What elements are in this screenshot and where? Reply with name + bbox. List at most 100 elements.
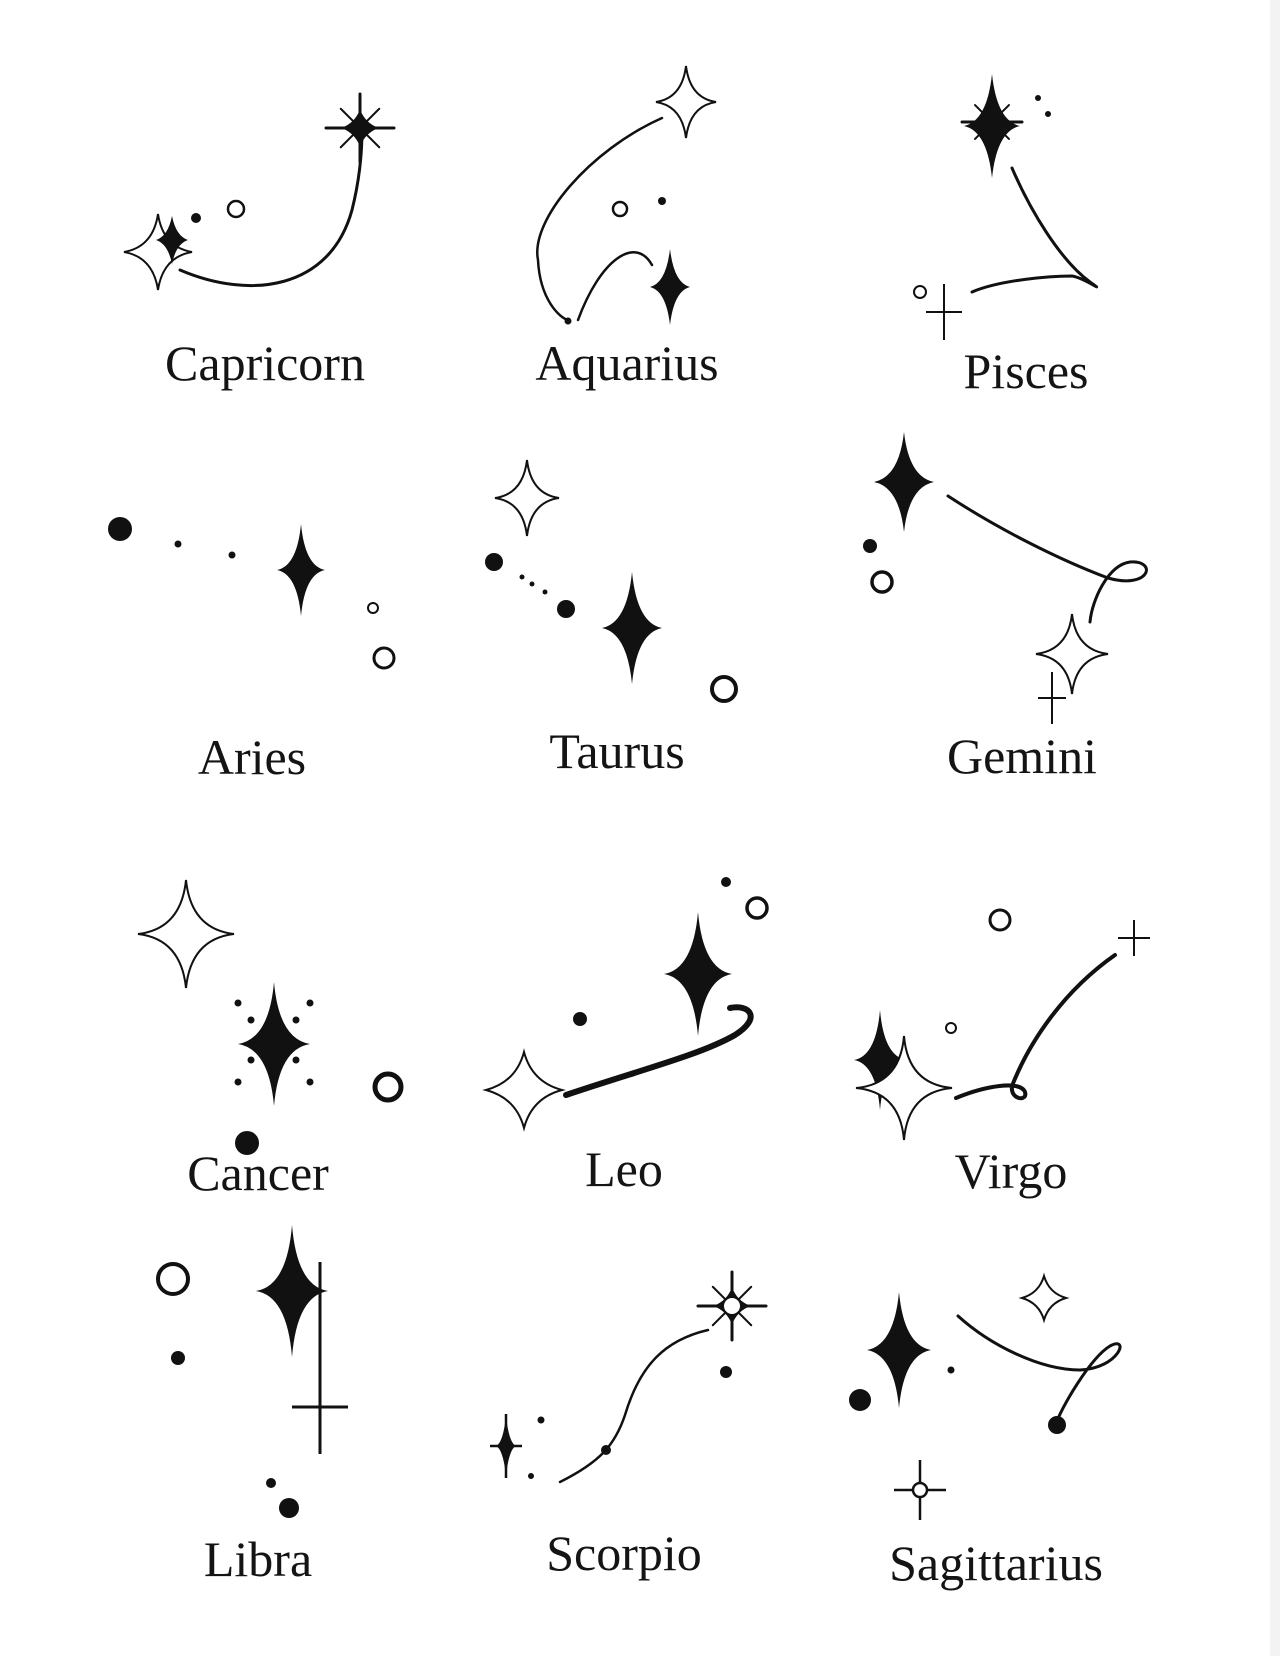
dot-icon — [947, 1366, 955, 1374]
dot-icon — [292, 1056, 300, 1064]
constellation-line — [576, 251, 654, 322]
constellation-line — [558, 1328, 710, 1484]
star-icon — [602, 572, 662, 684]
dot-icon — [306, 999, 314, 1007]
scorpio-constellation — [490, 1270, 768, 1484]
pisces-constellation — [913, 74, 1099, 340]
dot-icon — [537, 1416, 545, 1424]
taurus-constellation — [485, 459, 738, 703]
gemini-label: Gemini — [947, 728, 1097, 784]
scorpio-label: Scorpio — [546, 1525, 702, 1581]
dot-icon — [266, 1478, 276, 1488]
dot-icon — [247, 1056, 255, 1064]
dot-icon — [658, 197, 666, 205]
dot-icon — [564, 317, 572, 325]
constellation-line — [970, 166, 1099, 294]
cancer-constellation — [137, 879, 404, 1155]
ring-icon — [372, 646, 396, 670]
ring-icon — [870, 570, 894, 594]
cross-star-icon — [926, 284, 962, 340]
virgo-label: Virgo — [954, 1143, 1068, 1199]
dot-icon — [306, 1078, 314, 1086]
dot-icon — [234, 999, 242, 1007]
constellation-line — [536, 116, 664, 322]
aquarius-label: Aquarius — [535, 335, 719, 391]
dot-icon — [557, 600, 575, 618]
constellation-line — [954, 953, 1117, 1101]
star-icon — [496, 1416, 516, 1476]
dot-icon — [485, 553, 503, 571]
ring-icon — [710, 675, 738, 703]
hollow-star-icon — [494, 459, 560, 537]
star-icon — [964, 74, 1020, 178]
dot-icon — [174, 540, 182, 548]
hollow-star-icon — [655, 65, 717, 139]
ring-icon — [913, 285, 927, 299]
star-icon — [238, 982, 310, 1106]
dot-icon — [228, 551, 236, 559]
dot-icon — [292, 1016, 300, 1024]
sagittarius-ring-star — [911, 1481, 929, 1499]
ring-icon — [945, 1022, 957, 1034]
dot-icon — [191, 213, 201, 223]
hollow-star-icon — [123, 213, 193, 291]
dot-icon — [528, 1473, 534, 1479]
star-icon — [156, 216, 188, 264]
aries-label: Aries — [197, 729, 307, 785]
cross-star-icon — [1118, 920, 1150, 956]
constellation-line — [178, 128, 364, 287]
constellation-line — [946, 494, 1148, 624]
hollow-star-icon — [855, 1035, 953, 1141]
dot-icon — [519, 574, 525, 580]
dot-icon — [720, 1366, 732, 1378]
dot-icon — [171, 1351, 185, 1365]
ring-icon — [367, 602, 379, 614]
scorpio-core-ring — [722, 1296, 742, 1316]
dot-icon — [721, 877, 731, 887]
constellation-line — [956, 1314, 1122, 1426]
ring-icon — [372, 1071, 404, 1103]
capricorn-label: Capricorn — [165, 335, 365, 391]
ring-icon — [156, 1262, 190, 1296]
ring-icon — [745, 896, 769, 920]
ring-icon — [226, 199, 246, 219]
star-icon — [874, 432, 934, 532]
constellation-line — [563, 1004, 754, 1098]
star-icon — [867, 1292, 931, 1408]
dot-icon — [849, 1389, 871, 1411]
dot-icon — [234, 1078, 242, 1086]
dot-icon — [1045, 111, 1051, 117]
dot-icon — [235, 1131, 259, 1155]
burst-star-icon — [324, 92, 396, 164]
libra-label: Libra — [203, 1531, 313, 1587]
star-icon — [854, 1010, 906, 1110]
sagittarius-label: Sagittarius — [889, 1535, 1103, 1591]
dot-icon — [601, 1445, 611, 1455]
star-icon — [256, 1225, 328, 1357]
leo-constellation — [482, 877, 769, 1132]
star-icon — [650, 249, 690, 325]
right-edge-strip — [1270, 0, 1280, 1656]
aquarius-constellation — [536, 65, 717, 325]
burst-core — [341, 109, 379, 147]
taurus-label: Taurus — [549, 723, 685, 779]
cancer-label: Cancer — [187, 1145, 329, 1201]
ring-icon — [611, 200, 629, 218]
dot-icon — [1048, 1416, 1066, 1434]
gemini-constellation — [863, 432, 1148, 724]
hollow-star-icon — [137, 879, 235, 989]
dot-icon — [542, 589, 548, 595]
virgo-constellation — [854, 908, 1150, 1141]
sagittarius-constellation — [849, 1272, 1122, 1520]
leo-label: Leo — [585, 1141, 663, 1197]
hollow-star-icon — [482, 1048, 566, 1132]
dot-icon — [247, 1016, 255, 1024]
star-icon — [277, 524, 325, 616]
dot-icon — [279, 1498, 299, 1518]
ring-icon — [988, 908, 1012, 932]
hollow-star-icon — [1035, 613, 1109, 695]
dot-icon — [108, 517, 132, 541]
dot-icon — [863, 539, 877, 553]
